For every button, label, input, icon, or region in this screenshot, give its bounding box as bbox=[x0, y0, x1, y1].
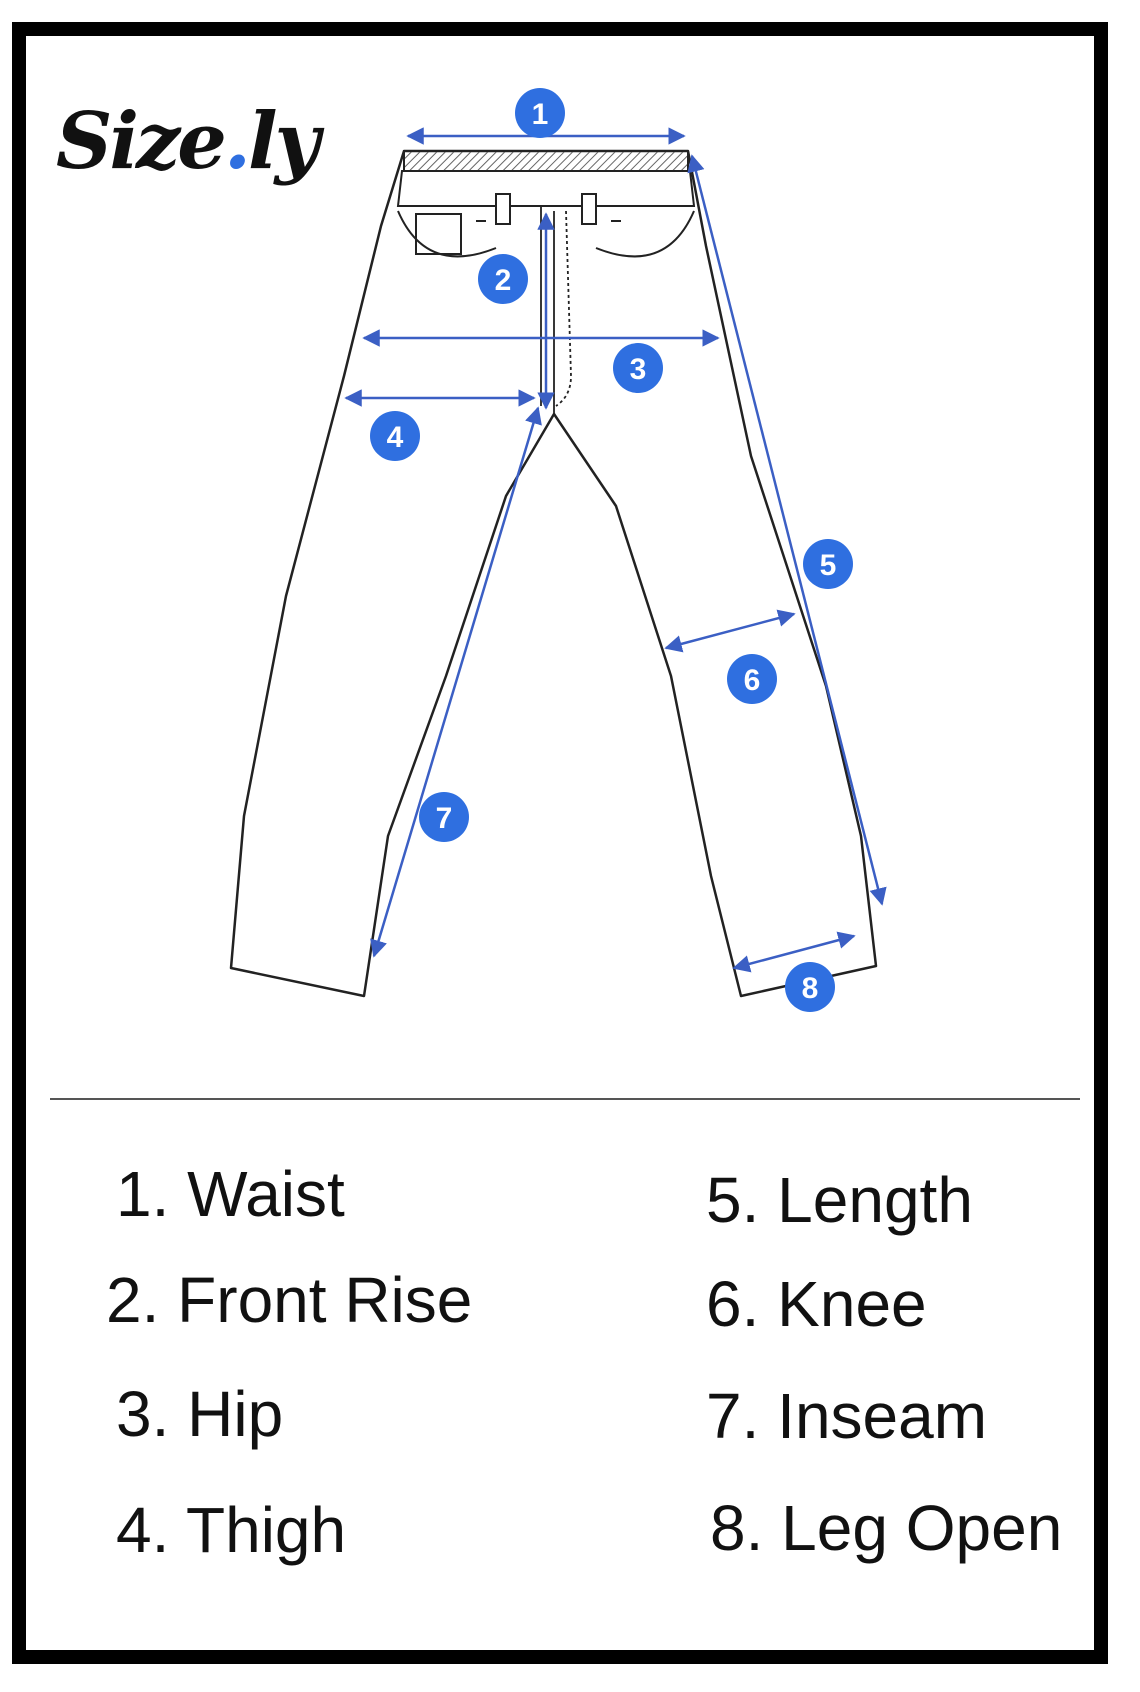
marker-1: 1 bbox=[515, 88, 565, 138]
legend-waist: 1. Waist bbox=[116, 1158, 345, 1230]
measure-inseam-line bbox=[370, 406, 542, 958]
measure-knee-line bbox=[664, 609, 796, 653]
svg-text:2: 2 bbox=[495, 264, 512, 297]
svg-text:5: 5 bbox=[820, 549, 837, 582]
marker-3: 3 bbox=[613, 343, 663, 393]
measure-length-line bbox=[687, 154, 887, 906]
measure-leg-open-line bbox=[732, 931, 856, 973]
size-guide-card: Size.ly bbox=[12, 22, 1108, 1664]
divider bbox=[50, 1098, 1080, 1100]
belt-loops bbox=[495, 193, 597, 225]
svg-text:8: 8 bbox=[802, 972, 819, 1005]
marker-5: 5 bbox=[803, 539, 853, 589]
legend-hip: 3. Hip bbox=[116, 1378, 284, 1450]
svg-text:4: 4 bbox=[387, 421, 404, 454]
legend-inseam: 7. Inseam bbox=[706, 1380, 988, 1452]
svg-text:7: 7 bbox=[436, 802, 453, 835]
pants-diagram: 1 2 3 4 5 6 7 8 bbox=[229, 88, 887, 1012]
svg-text:6: 6 bbox=[744, 664, 761, 697]
svg-text:1: 1 bbox=[532, 98, 549, 131]
legend-leg-open: 8. Leg Open bbox=[710, 1492, 1063, 1564]
legend-front-rise: 2. Front Rise bbox=[106, 1264, 473, 1336]
marker-8: 8 bbox=[785, 962, 835, 1012]
marker-2: 2 bbox=[478, 254, 528, 304]
marker-7: 7 bbox=[419, 792, 469, 842]
svg-text:3: 3 bbox=[630, 353, 647, 386]
legend-length: 5. Length bbox=[706, 1164, 973, 1236]
marker-6: 6 bbox=[727, 654, 777, 704]
pockets bbox=[397, 210, 695, 258]
legend-thigh: 4. Thigh bbox=[116, 1494, 347, 1566]
sizely-logo: Size.ly bbox=[56, 96, 320, 187]
marker-4: 4 bbox=[370, 411, 420, 461]
legend-knee: 6. Knee bbox=[706, 1268, 927, 1340]
